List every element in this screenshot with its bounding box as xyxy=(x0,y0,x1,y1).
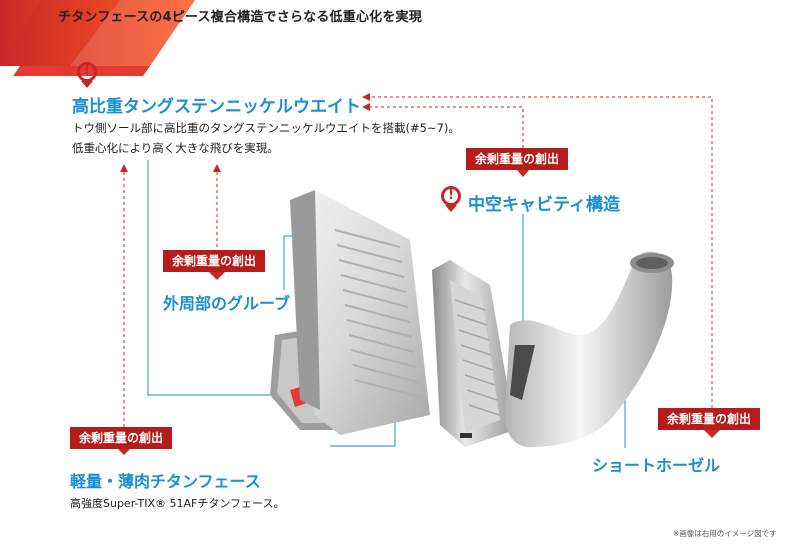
hosel-title: ショートホーゼル xyxy=(592,456,721,475)
middle-frame-piece xyxy=(432,260,515,447)
alert-pin-tip-weight xyxy=(81,81,93,88)
alert-icon-hollow: ! xyxy=(441,186,461,206)
face-title: 軽量・薄肉チタンフェース xyxy=(70,472,261,491)
red-banner-graphic xyxy=(0,0,195,76)
image-note: ※画像は右用のイメージ図です xyxy=(673,529,777,538)
connector-hollow-to-weight xyxy=(370,106,524,148)
tag-tip-hosel xyxy=(704,430,720,438)
face-plate-piece xyxy=(290,190,430,435)
arrowhead-face xyxy=(120,164,128,172)
pointer-weight xyxy=(147,160,298,396)
arrowhead-groove xyxy=(213,164,221,172)
tag-tip-face xyxy=(116,447,132,455)
surplus-tag-hosel: 余剰重量の創出 xyxy=(658,408,761,430)
alert-icon-weight: ! xyxy=(77,62,97,82)
connector-hosel-to-weight xyxy=(370,96,713,408)
surplus-tag-groove: 余剰重量の創出 xyxy=(163,250,266,272)
surplus-tag-face: 余剰重量の創出 xyxy=(70,427,173,449)
page-header: チタンフェースの4ピース複合構造でさらなる低重心化を実現 xyxy=(58,10,422,25)
arrowhead-hollow xyxy=(362,103,370,111)
tag-tip-groove xyxy=(209,272,225,280)
surplus-tag-hollow: 余剰重量の創出 xyxy=(466,148,569,170)
face-desc: 高強度Super-TIX® 51AFチタンフェース。 xyxy=(70,497,285,510)
weight-desc-line2: 低重心化により高く大きな飛びを実現。 xyxy=(72,141,279,155)
tag-tip-hollow xyxy=(517,170,529,177)
hollow-title: 中空キャビティ構造 xyxy=(468,195,620,215)
hosel-body-piece xyxy=(505,251,674,447)
groove-title: 外周部のグルーブ xyxy=(163,294,291,313)
weight-title: 高比重タングステンニッケルウエイト xyxy=(72,97,361,117)
arrowhead-hosel xyxy=(362,93,370,101)
weight-desc-line1: トウ側ソール部に高比重のタングステンニッケルウエイトを搭載(#5~7)。 xyxy=(72,121,460,135)
club-head-illustration xyxy=(270,190,674,447)
alert-pin-tip-hollow xyxy=(445,205,457,212)
